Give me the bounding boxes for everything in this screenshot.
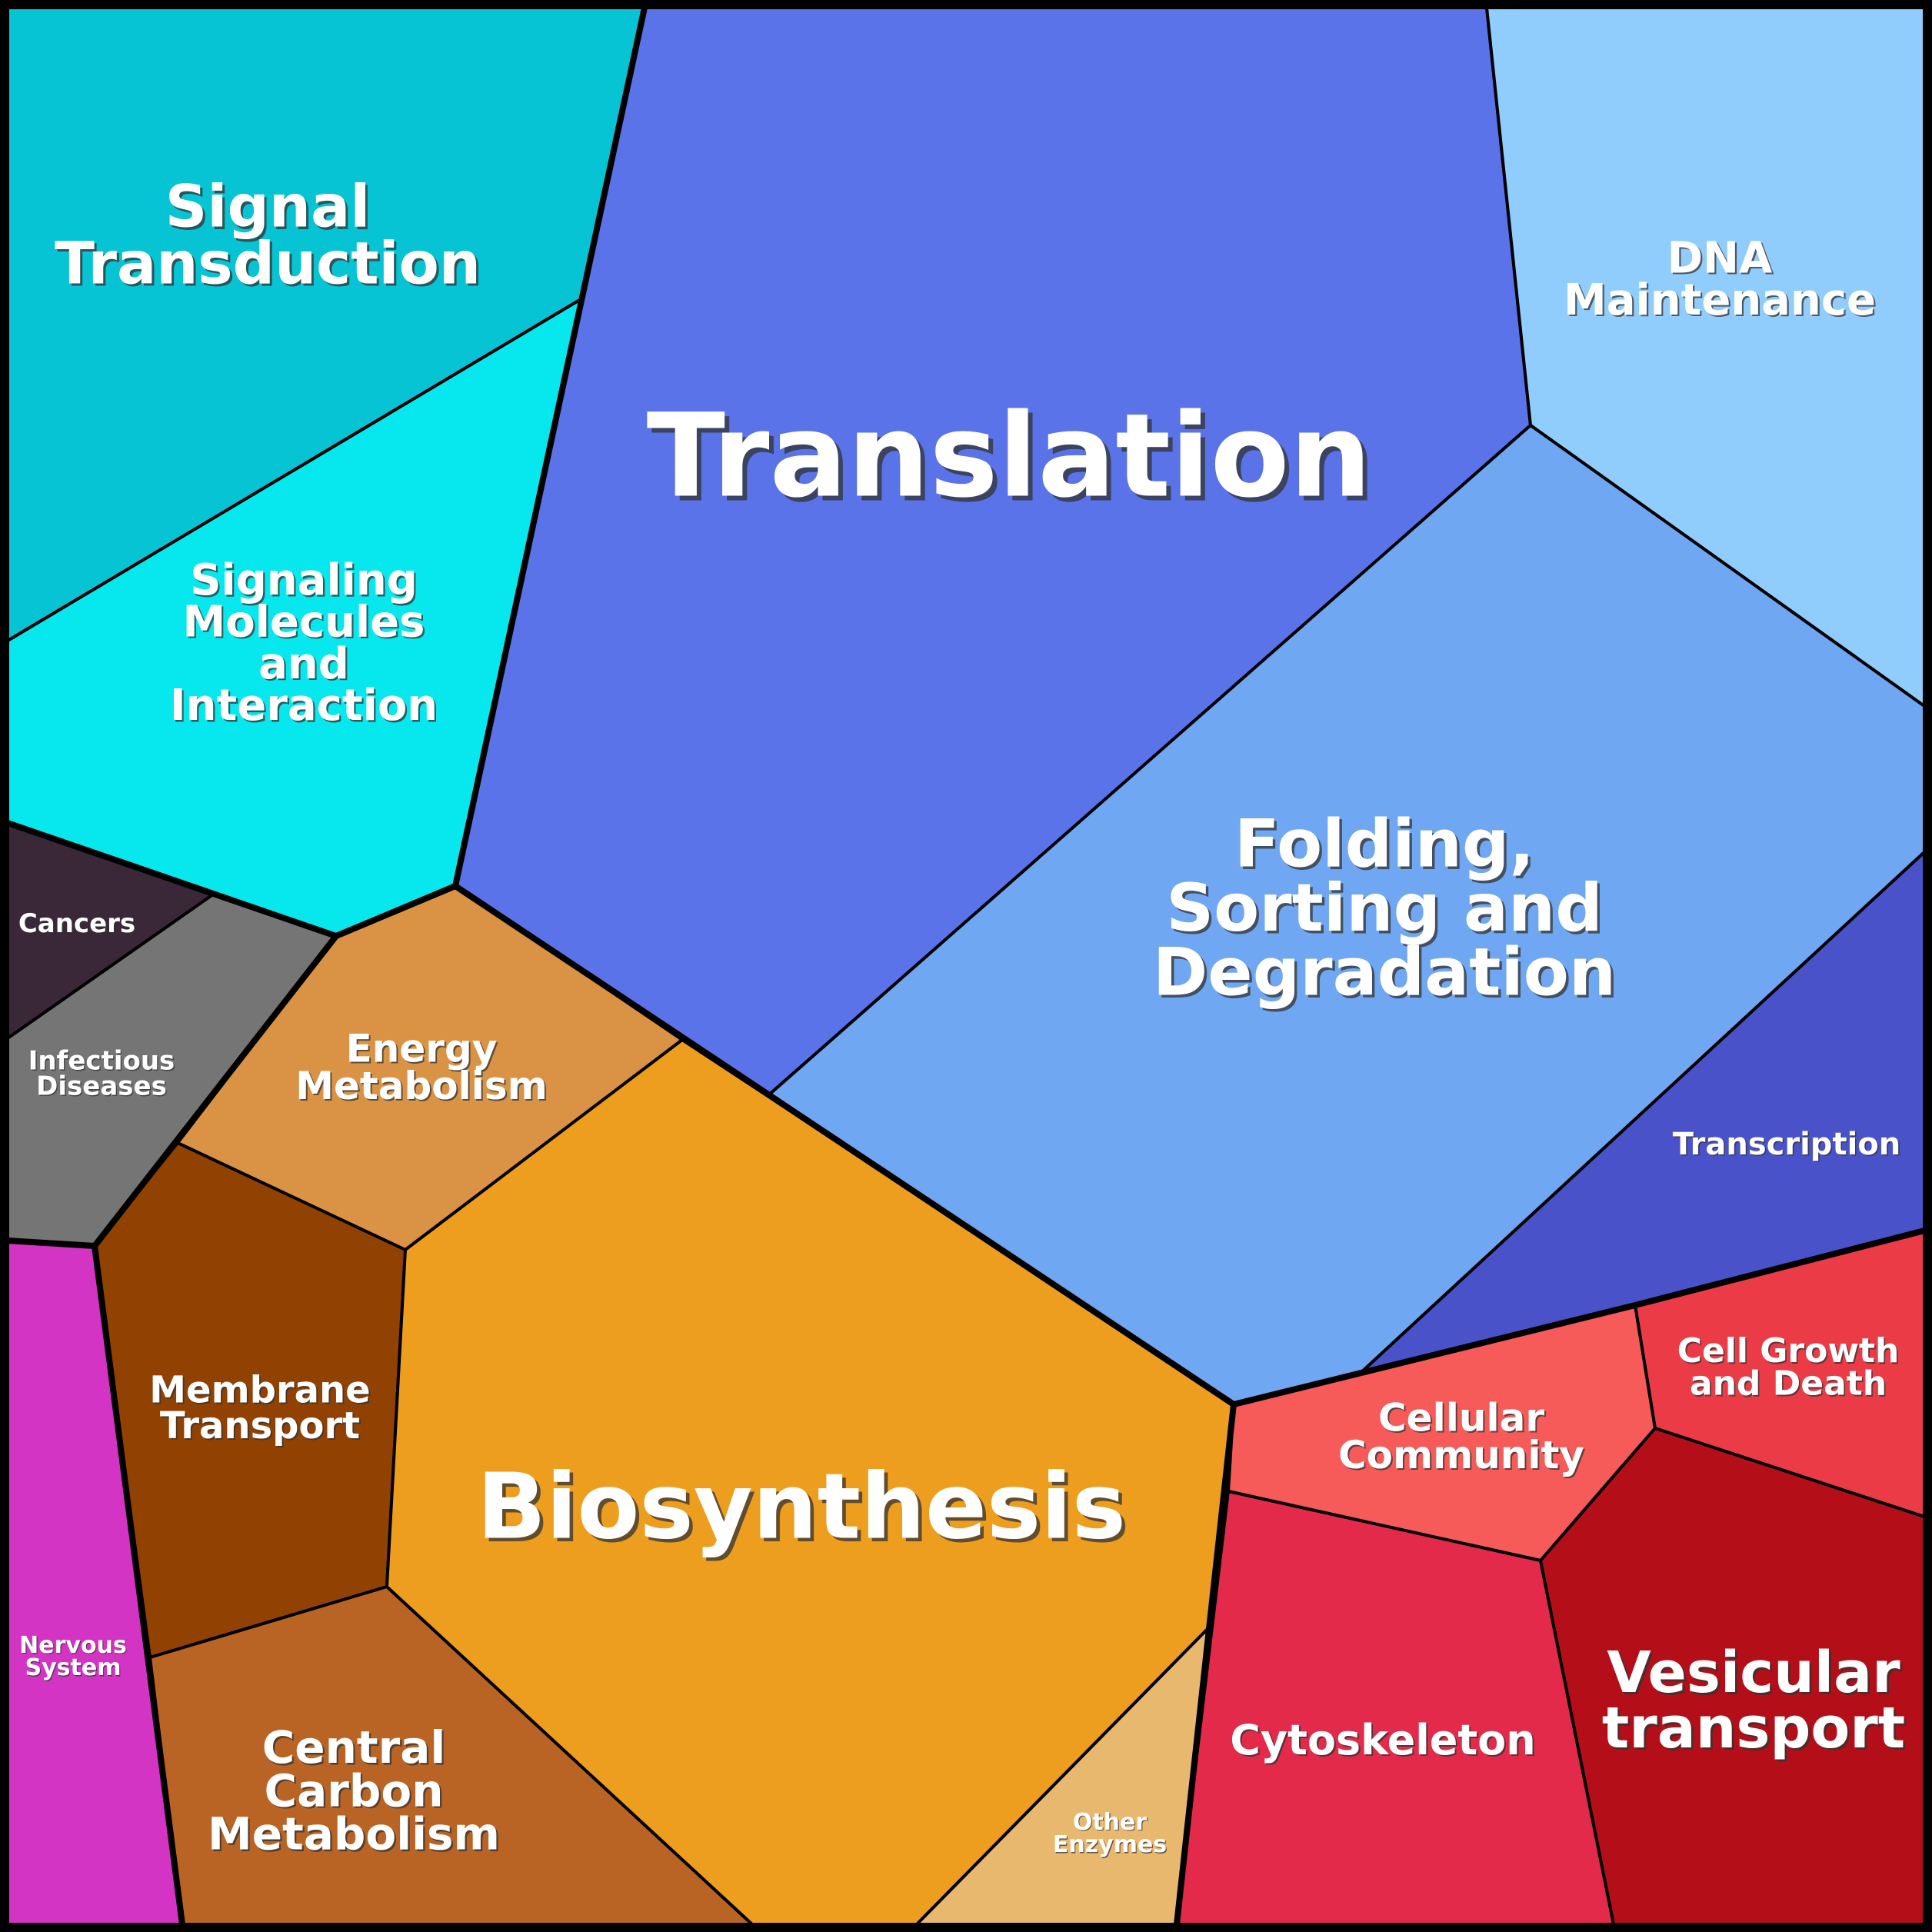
label-shadow: Sorting and bbox=[1169, 873, 1606, 950]
label-shadow: Maintenance bbox=[1565, 277, 1877, 327]
label-shadow: Transport bbox=[162, 1406, 361, 1449]
group-boundary-line bbox=[453, 883, 1925, 1407]
label-text: Carbon bbox=[265, 1764, 444, 1817]
group-boundary-line bbox=[6, 7, 648, 939]
label-shadow: Diseases bbox=[38, 1072, 168, 1103]
label-text: Signal bbox=[165, 172, 371, 241]
label-text: Transduction bbox=[55, 228, 481, 297]
label-shadow: Metabolism bbox=[209, 1810, 501, 1862]
label-text: Molecules bbox=[183, 597, 425, 647]
label-shadow: Cytoskeleton bbox=[1231, 1717, 1537, 1766]
label-text: Central bbox=[262, 1721, 446, 1774]
label-shadow: Vesicular bbox=[1609, 1642, 1903, 1708]
group-boundary-line bbox=[1174, 1404, 1237, 1925]
label-shadow: Interaction bbox=[172, 682, 439, 732]
label-shadow: Carbon bbox=[266, 1767, 445, 1819]
label-text: transport bbox=[1602, 1695, 1905, 1761]
label-shadow: Cell Growth bbox=[1678, 1333, 1900, 1372]
label-shadow: Infectious bbox=[29, 1047, 176, 1078]
label-shadow: Biosynthesis bbox=[481, 1457, 1130, 1563]
label-text: Metabolism bbox=[295, 1064, 548, 1108]
label-shadow: Central bbox=[264, 1723, 448, 1775]
group-boundary-line bbox=[92, 1245, 185, 1925]
label-text: DNA bbox=[1667, 233, 1773, 283]
label-signaling-molecules: SignalingSignalingMoleculesMoleculesanda… bbox=[170, 555, 440, 732]
label-text: Energy bbox=[346, 1026, 498, 1071]
label-shadow: and bbox=[260, 641, 351, 691]
label-text: System bbox=[25, 1654, 122, 1681]
label-shadow: Molecules bbox=[185, 599, 427, 649]
label-text: Signaling bbox=[190, 555, 418, 605]
label-text: Other bbox=[1073, 1809, 1148, 1836]
label-shadow: Nervous bbox=[20, 1633, 128, 1660]
label-shadow: transport bbox=[1604, 1697, 1907, 1764]
label-text: Metabolism bbox=[208, 1808, 500, 1860]
label-text: Biosynthesis bbox=[477, 1453, 1126, 1559]
label-text: Maintenance bbox=[1564, 275, 1876, 325]
label-shadow: Community bbox=[1340, 1434, 1586, 1479]
label-text: Interaction bbox=[170, 681, 438, 731]
label-text: Infectious bbox=[28, 1045, 175, 1076]
label-text: Cellular bbox=[1378, 1395, 1544, 1440]
label-shadow: Folding, bbox=[1237, 808, 1537, 885]
label-text: Enzymes bbox=[1053, 1831, 1167, 1858]
label-shadow: and Death bbox=[1691, 1366, 1888, 1405]
group-boundaries bbox=[6, 7, 1925, 1925]
label-shadow: Cancers bbox=[19, 909, 136, 940]
label-shadow: Energy bbox=[348, 1028, 499, 1072]
label-shadow: Enzymes bbox=[1054, 1832, 1168, 1859]
label-shadow: Other bbox=[1074, 1810, 1148, 1837]
label-shadow: Signal bbox=[168, 175, 373, 243]
label-shadow: System bbox=[26, 1655, 122, 1682]
label-text: Transcription bbox=[1673, 1127, 1900, 1162]
label-text: Cancers bbox=[18, 908, 135, 939]
label-shadow: Metabolism bbox=[297, 1065, 549, 1110]
cells-layer bbox=[6, 6, 1926, 1926]
label-text: Transport bbox=[160, 1404, 360, 1447]
label-text: Diseases bbox=[36, 1071, 167, 1101]
label-central-carbon-metabolism: CentralCentralCarbonCarbonMetabolismMeta… bbox=[208, 1721, 501, 1862]
label-text: and bbox=[258, 639, 349, 689]
label-text: Cell Growth bbox=[1677, 1331, 1900, 1371]
labels-layer: SignalSignalTransductionTransductionSign… bbox=[18, 172, 1907, 1862]
label-shadow: Transcription bbox=[1674, 1128, 1901, 1164]
label-text: Cytoskeleton bbox=[1230, 1716, 1535, 1764]
label-text: Community bbox=[1338, 1433, 1584, 1477]
label-shadow: Transduction bbox=[57, 232, 483, 300]
label-text: Membrane bbox=[149, 1369, 370, 1412]
label-shadow: Cellular bbox=[1380, 1397, 1546, 1441]
label-text: Translation bbox=[647, 390, 1372, 524]
label-text: and Death bbox=[1690, 1364, 1887, 1404]
label-shadow: Membrane bbox=[151, 1370, 371, 1413]
label-shadow: DNA bbox=[1669, 235, 1774, 285]
label-text: Vesicular bbox=[1607, 1640, 1900, 1706]
label-shadow: Signaling bbox=[192, 557, 419, 607]
label-shadow: Translation bbox=[651, 395, 1377, 528]
label-shadow: Degradation bbox=[1155, 937, 1618, 1014]
label-text: Degradation bbox=[1153, 934, 1616, 1011]
label-text: Nervous bbox=[19, 1632, 127, 1659]
label-text: Sorting and bbox=[1166, 870, 1603, 947]
label-text: Folding, bbox=[1234, 806, 1534, 883]
